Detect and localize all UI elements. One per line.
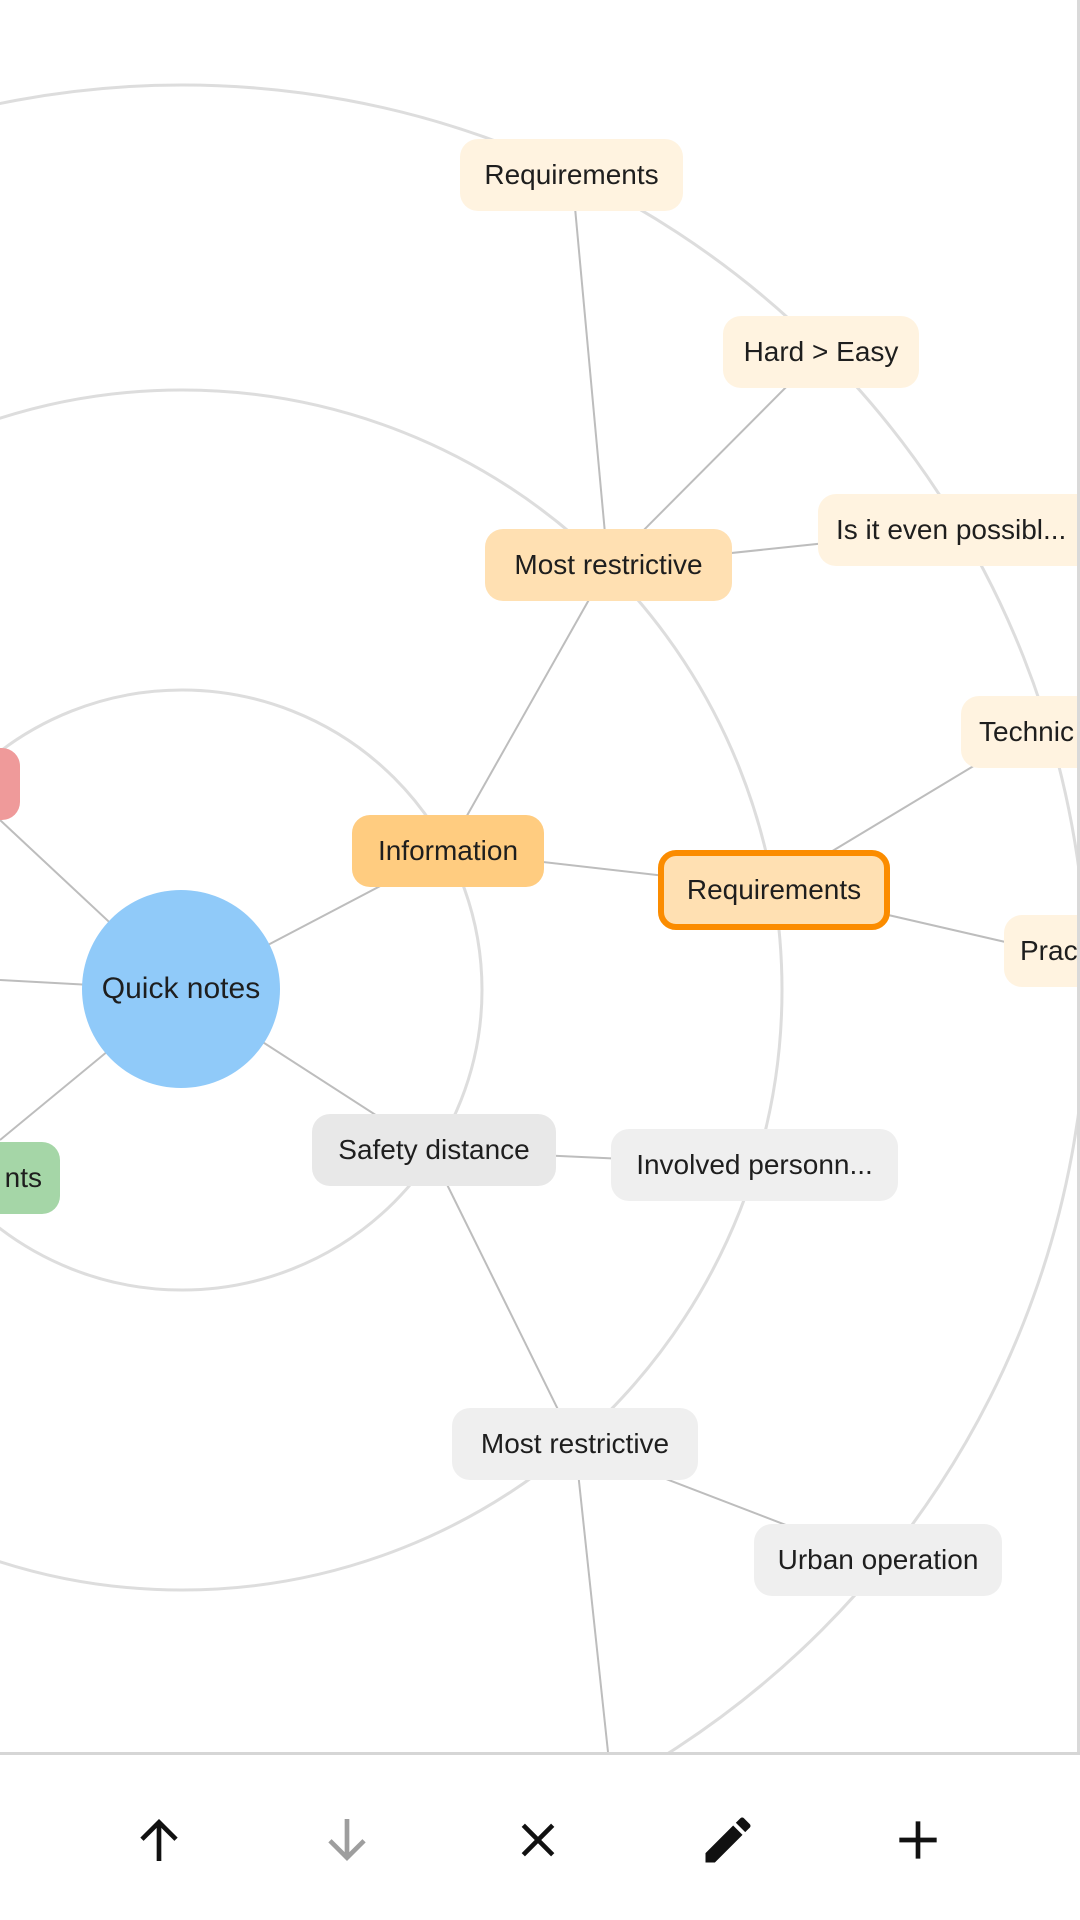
mindmap-node-most-restrictive-top[interactable]: Most restrictive — [485, 529, 732, 601]
add-button[interactable] — [873, 1795, 963, 1885]
mindmap-node-practical[interactable]: Prac — [1004, 915, 1080, 987]
delete-button[interactable] — [493, 1795, 583, 1885]
connector-mostrestrictive-requirements — [571, 174, 609, 567]
node-label: Information — [377, 835, 519, 866]
close-icon — [521, 1823, 555, 1857]
mindmap-node-information[interactable]: Information — [352, 815, 544, 887]
node-label: Prac — [1020, 935, 1078, 966]
plus-icon — [899, 1821, 937, 1859]
ring-middle — [0, 388, 784, 1592]
edit-button[interactable] — [683, 1795, 773, 1885]
node-label: Hard > Easy — [743, 336, 899, 367]
mindmap-node-safety-distance[interactable]: Safety distance — [312, 1114, 556, 1186]
node-label: Requirements — [686, 874, 862, 905]
node-label: Safety distance — [338, 1134, 530, 1165]
node-label: Urban operation — [777, 1544, 979, 1575]
mindmap-node-is-it-even-possible[interactable]: Is it even possibl... — [818, 494, 1080, 566]
center-node-label: Quick notes — [101, 972, 261, 1005]
node-label: Most restrictive — [480, 1428, 670, 1459]
canvas-right-edge — [1077, 0, 1080, 1752]
move-up-button[interactable] — [114, 1795, 204, 1885]
node-label: Is it even possibl... — [836, 514, 1067, 545]
node-label: nts — [4, 1162, 42, 1193]
mindmap-node-most-restrictive-bottom[interactable]: Most restrictive — [452, 1408, 698, 1480]
ring-outer — [0, 83, 1080, 1752]
mindmap-node-requirements-selected[interactable]: Requirements — [658, 850, 890, 930]
mindmap-node-urban-operation[interactable]: Urban operation — [754, 1524, 1002, 1596]
bottom-toolbar — [0, 1752, 1080, 1920]
connector-information-mostrestrictive — [446, 565, 609, 852]
node-label: Technic — [979, 716, 1074, 747]
node-label: Most restrictive — [514, 549, 703, 580]
node-label: Requirements — [484, 159, 659, 190]
mindmap-node-involved-personnel[interactable]: Involved personn... — [611, 1129, 898, 1201]
mindmap-node-requirements-top[interactable]: Requirements — [460, 139, 683, 211]
arrow-down-icon — [328, 1819, 366, 1861]
connector-safety-mostrestrictive — [429, 1149, 576, 1445]
mindmap-node-hard-easy[interactable]: Hard > Easy — [723, 316, 919, 388]
move-down-button[interactable] — [302, 1795, 392, 1885]
mindmap-node-green[interactable]: nts — [0, 1142, 60, 1214]
mindmap-node-technical[interactable]: Technic — [961, 696, 1080, 768]
node-label: Involved personn... — [636, 1149, 873, 1180]
arrow-up-icon — [140, 1819, 178, 1861]
connector-mostrestrictive-down — [574, 1443, 609, 1752]
pencil-icon — [705, 1817, 751, 1863]
ring-inner — [0, 688, 484, 1292]
mindmap-node-red[interactable] — [0, 748, 20, 820]
mindmap-center-node[interactable]: Quick notes — [82, 890, 280, 1088]
